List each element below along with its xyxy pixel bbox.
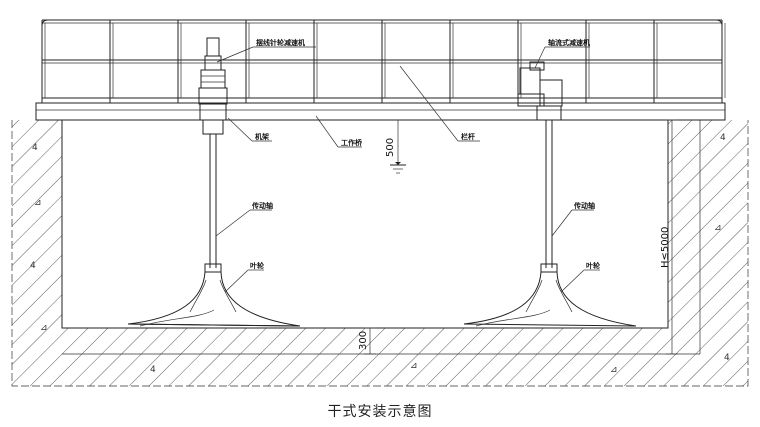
railing xyxy=(41,19,726,103)
leader-lines xyxy=(215,46,600,293)
dimension-bottom-clearance: 300 xyxy=(358,331,369,350)
tank-walls xyxy=(11,120,749,387)
ground-mark: ⊿ xyxy=(410,361,418,371)
label-gear-reducer: 摆线针轮减速机 xyxy=(256,38,305,47)
label-axial-reducer: 轴流式减速机 xyxy=(548,38,590,47)
diagram-caption: 干式安装示意图 xyxy=(327,404,433,420)
ground-mark: 4 xyxy=(32,143,38,153)
label-drive-shaft-left: 传动轴 xyxy=(251,201,273,210)
ground-mark: 4 xyxy=(150,365,156,375)
label-impeller-right: 叶轮 xyxy=(586,261,600,270)
label-work-bridge: 工作桥 xyxy=(341,138,363,147)
label-drive-shaft-right: 传动轴 xyxy=(573,201,595,210)
right-mixer xyxy=(463,61,637,327)
ground-mark: 4 xyxy=(724,353,730,363)
label-railing: 栏杆 xyxy=(461,132,475,141)
label-impeller-left: 叶轮 xyxy=(250,261,264,270)
ground-mark: ⊿ xyxy=(40,323,48,333)
dimension-depth: H≤5000 xyxy=(660,227,671,268)
dimension-water-level: 500 xyxy=(385,138,396,157)
ground-mark: ⊿ xyxy=(34,198,42,208)
label-frame: 机架 xyxy=(255,132,269,141)
ground-mark: ⊿ xyxy=(714,223,722,233)
left-mixer xyxy=(127,37,301,327)
ground-mark: 4 xyxy=(720,133,726,143)
ground-mark: 4 xyxy=(30,261,36,271)
ground-mark: ⊿ xyxy=(610,365,618,375)
dimension-lines xyxy=(364,119,678,355)
water-level-symbol xyxy=(390,120,406,174)
work-bridge xyxy=(35,102,726,121)
